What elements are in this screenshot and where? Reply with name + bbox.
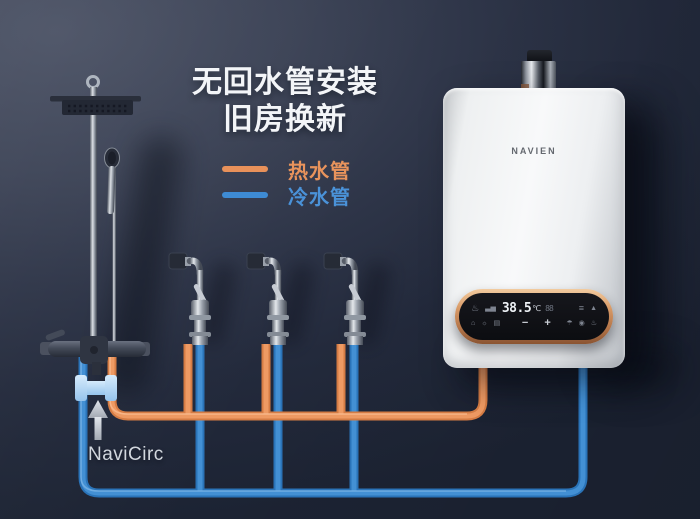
hand-shower: [104, 147, 120, 214]
mode-icon: ▤: [493, 320, 501, 327]
flue-pipe-cap: [527, 50, 552, 63]
faucet-row: [155, 240, 405, 352]
brand-logo: NAVIEN: [511, 146, 557, 156]
target-icon: ◉: [578, 320, 585, 327]
flue-copper-ring: [521, 84, 529, 91]
hot-pipe-label: 热水管: [288, 160, 351, 183]
water-heater: NAVIEN ♨ ▃▅ 38.5 ℃ 88 ≡ ▲ ⌂ ☼ ▤: [443, 88, 625, 368]
navicirc-label: NaviCirc: [88, 444, 164, 465]
navicirc-valve: [75, 375, 117, 401]
headline: 无回水管安装 旧房换新: [128, 64, 442, 138]
navicirc-valve-right-cap: [105, 375, 117, 401]
shower-icon: ☂: [566, 320, 573, 327]
panel-row-top: ♨ ▃▅ 38.5 ℃ 88 ≡ ▲: [471, 302, 597, 315]
navicirc-valve-left-cap: [75, 375, 87, 401]
plus-button: +: [544, 317, 551, 329]
signal-icon: ▃▅: [485, 305, 496, 312]
faucet-2: [247, 253, 289, 345]
up-icon: ▲: [590, 305, 597, 312]
legend-row-cold: 冷水管: [222, 182, 351, 209]
sun-icon: ☼: [481, 320, 488, 327]
bath-icon: ♨: [471, 303, 480, 313]
control-panel: ♨ ▃▅ 38.5 ℃ 88 ≡ ▲ ⌂ ☼ ▤ − +: [455, 289, 613, 344]
panel-row-bottom: ⌂ ☼ ▤ − + ☂ ◉ ♨: [471, 318, 597, 329]
shower-mixer-valve: [40, 329, 150, 375]
control-panel-face: ♨ ▃▅ 38.5 ℃ 88 ≡ ▲ ⌂ ☼ ▤ − +: [459, 293, 609, 340]
temperature-unit: ℃: [532, 304, 542, 313]
hand-shower-rail: [112, 158, 116, 341]
temperature-display: 38.5: [501, 301, 532, 316]
headline-line1: 无回水管安装: [192, 66, 378, 99]
faucet-3: [324, 253, 366, 345]
cold-pipe-swatch: [222, 192, 268, 198]
hot-pipe-swatch: [222, 166, 268, 172]
headline-line2: 旧房换新: [223, 103, 347, 136]
cold-pipe-label: 冷水管: [288, 186, 351, 209]
legend-row-hot: 热水管: [222, 156, 351, 183]
heat-icon: ♨: [590, 320, 598, 327]
up-arrow-icon: [88, 400, 108, 440]
hook-stem: [90, 87, 97, 98]
minus-button: −: [521, 317, 529, 329]
ceiling-hook: [86, 75, 100, 89]
shower-riser-pole: [90, 115, 97, 341]
rain-shower-head: [62, 100, 133, 115]
home-icon: ⌂: [471, 320, 476, 327]
menu-icon: ≡: [578, 303, 585, 313]
secondary-display: 88: [545, 304, 554, 313]
pipe-legend: 热水管 冷水管: [222, 156, 351, 209]
shower-column: [40, 75, 150, 375]
faucet-1: [169, 253, 211, 345]
